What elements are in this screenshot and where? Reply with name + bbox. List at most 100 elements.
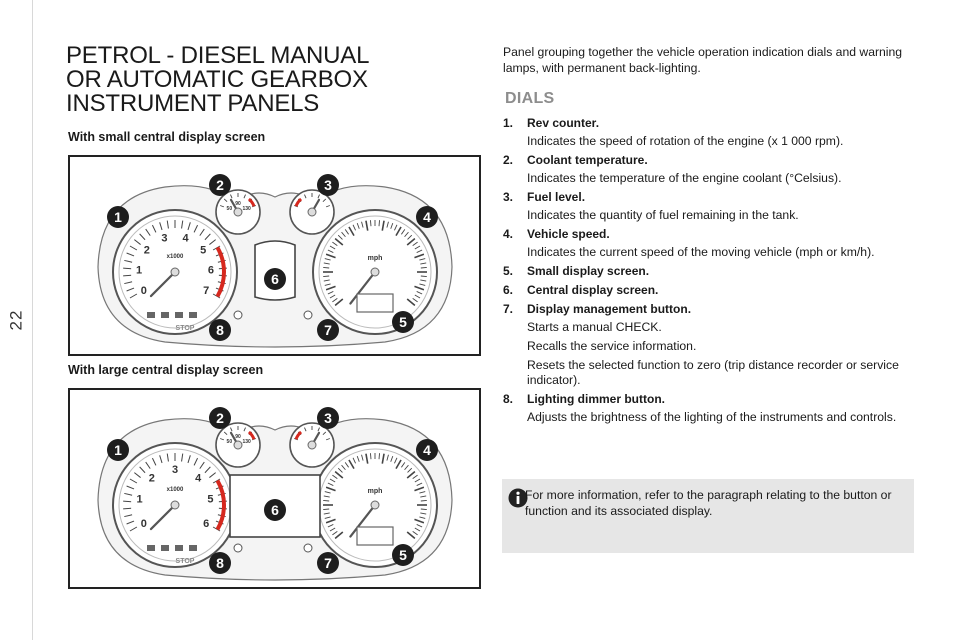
gauge-tick bbox=[325, 438, 331, 441]
rev-tick bbox=[134, 472, 141, 478]
rev-tick bbox=[166, 453, 169, 462]
gauge-tick bbox=[325, 205, 331, 208]
speed-tick bbox=[378, 453, 380, 460]
title-line: INSTRUMENT PANELS bbox=[66, 90, 320, 117]
speed-tick bbox=[414, 294, 421, 299]
rev-tick bbox=[139, 466, 146, 474]
speed-tick bbox=[323, 279, 330, 282]
figure-caption: With large central display screen bbox=[68, 363, 264, 377]
rev-scale-label: 1 bbox=[136, 494, 142, 506]
callout-badge bbox=[209, 319, 231, 341]
gauge-tick bbox=[219, 205, 225, 208]
callout-number: 8 bbox=[216, 555, 224, 571]
speed-tick bbox=[390, 222, 394, 229]
rev-redline bbox=[215, 246, 226, 298]
speed-tick bbox=[370, 453, 372, 460]
rev-tick bbox=[129, 526, 138, 532]
speed-tick bbox=[327, 291, 334, 295]
callout-badge bbox=[317, 407, 339, 429]
item-title: Vehicle speed. bbox=[527, 227, 610, 241]
speed-major-tick bbox=[334, 470, 344, 479]
item-description: Indicates the speed of rotation of the e… bbox=[527, 134, 844, 148]
speed-major-tick bbox=[365, 453, 369, 464]
item-title: Small display screen. bbox=[527, 264, 650, 278]
rev-tick bbox=[151, 457, 157, 466]
speed-tick bbox=[356, 455, 360, 462]
callout-number: 5 bbox=[399, 314, 407, 330]
callout-badge bbox=[209, 407, 231, 429]
speed-tick bbox=[352, 224, 356, 231]
item-description: Resets the selected function to zero (tr… bbox=[527, 358, 899, 387]
speed-major-tick bbox=[348, 459, 355, 470]
item-title: Fuel level. bbox=[527, 190, 586, 204]
item-number: 3. bbox=[503, 190, 514, 204]
speed-tick bbox=[416, 524, 423, 528]
item-description: Indicates the temperature of the engine … bbox=[527, 171, 842, 185]
rev-tick bbox=[124, 492, 133, 496]
rev-tick bbox=[145, 228, 151, 236]
speed-major-tick bbox=[406, 531, 416, 540]
callout-number: 7 bbox=[324, 322, 332, 338]
callout-number: 4 bbox=[423, 209, 431, 225]
display-management-button bbox=[303, 543, 313, 553]
speed-tick bbox=[394, 224, 398, 231]
page-divider bbox=[32, 0, 33, 640]
speed-tick bbox=[332, 241, 338, 246]
item-title: Lighting dimmer button. bbox=[527, 392, 665, 406]
callout-badge bbox=[392, 311, 414, 333]
section-heading: DIALS bbox=[505, 90, 555, 107]
speed-major-tick bbox=[414, 285, 425, 291]
callout-number: 2 bbox=[216, 177, 224, 193]
speed-tick bbox=[390, 455, 394, 462]
callout-badge bbox=[392, 544, 414, 566]
speed-tick bbox=[323, 267, 330, 269]
speed-tick bbox=[361, 454, 364, 461]
rev-tick bbox=[204, 466, 211, 474]
needle-hub bbox=[307, 207, 317, 217]
speed-tick bbox=[420, 500, 427, 502]
speed-tick bbox=[414, 478, 421, 483]
speed-major-tick bbox=[325, 285, 336, 291]
speed-major-tick bbox=[334, 237, 344, 246]
speed-tick bbox=[352, 457, 356, 464]
rev-counter-bezel bbox=[118, 215, 232, 329]
rev-tick bbox=[209, 239, 216, 245]
speed-major-tick bbox=[414, 253, 425, 259]
callout-number: 1 bbox=[114, 442, 122, 458]
speedometer-bezel bbox=[318, 215, 432, 329]
rev-unit-label: x1000 bbox=[167, 254, 184, 260]
rev-tick bbox=[123, 507, 132, 510]
item-number: 7. bbox=[503, 302, 514, 316]
callout-badge bbox=[264, 499, 286, 521]
rev-scale-label: 0 bbox=[141, 518, 147, 530]
warning-lamp bbox=[189, 545, 197, 551]
speed-tick bbox=[329, 527, 336, 532]
temp-scale-label: 130 bbox=[242, 206, 251, 212]
speed-tick bbox=[323, 495, 330, 498]
info-note: For more information, refer to the parag… bbox=[502, 479, 914, 553]
speed-major-tick bbox=[406, 470, 416, 479]
title-line: OR AUTOMATIC GEARBOX bbox=[66, 66, 368, 93]
warning-lamp bbox=[147, 545, 155, 551]
speed-major-tick bbox=[325, 253, 336, 259]
list-item: 6.Central display screen. bbox=[503, 283, 913, 298]
callout-badge bbox=[416, 206, 438, 228]
gauge-tick bbox=[243, 427, 246, 432]
rev-scale-label: 4 bbox=[183, 233, 190, 245]
callout-badge bbox=[107, 206, 129, 228]
speed-tick bbox=[419, 491, 426, 494]
rev-tick bbox=[159, 455, 163, 464]
rev-tick bbox=[204, 233, 211, 241]
page-number: 22 bbox=[5, 309, 25, 331]
speed-tick bbox=[378, 220, 380, 227]
speed-tick bbox=[344, 229, 349, 235]
warning-lamp bbox=[189, 312, 197, 318]
speed-major-tick bbox=[348, 226, 355, 237]
rev-tick bbox=[123, 267, 132, 270]
speed-unit-label: mph bbox=[368, 255, 383, 262]
rev-tick bbox=[159, 222, 163, 231]
speed-tick bbox=[341, 464, 346, 471]
speed-tick bbox=[420, 508, 427, 510]
item-title: Rev counter. bbox=[527, 116, 600, 130]
